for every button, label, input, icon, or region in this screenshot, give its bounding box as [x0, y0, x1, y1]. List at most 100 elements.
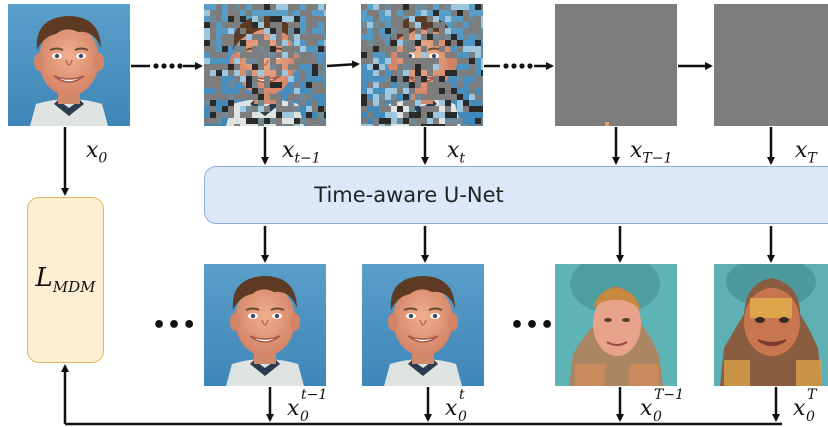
noise-pixel	[294, 16, 300, 22]
noise-pixel	[481, 94, 483, 100]
noise-pixel	[234, 46, 240, 52]
noise-pixel	[222, 52, 228, 58]
noise-pixel	[306, 118, 312, 124]
noise-pixel	[415, 34, 421, 40]
noise-pixel	[415, 112, 421, 118]
noise-pixel	[276, 70, 282, 76]
ellipsis-left: •••	[152, 313, 198, 338]
noise-pixel	[373, 16, 379, 22]
noise-pixel	[288, 10, 294, 16]
noise-pixel	[469, 82, 475, 88]
noise-pixel	[312, 82, 318, 88]
noise-pixel	[427, 4, 433, 10]
noise-pixel	[421, 10, 427, 16]
noise-pixel	[397, 52, 403, 58]
noise-pixel	[216, 64, 222, 70]
noise-pixel	[457, 22, 463, 28]
noise-pixel	[397, 118, 403, 124]
noise-pixel	[379, 22, 385, 28]
noise-pixel	[228, 70, 234, 76]
noise-pixel	[445, 118, 451, 124]
noise-pixel	[421, 4, 427, 10]
noise-pixel	[294, 22, 300, 28]
noise-pixel	[300, 46, 306, 52]
noise-pixel	[427, 28, 433, 34]
noise-pixel	[222, 70, 228, 76]
noise-pixel	[234, 4, 240, 10]
noise-pixel	[397, 106, 403, 112]
noise-pixel	[463, 58, 469, 64]
noise-pixel	[361, 52, 367, 58]
noise-pixel	[204, 40, 210, 46]
noise-pixel	[258, 34, 264, 40]
noise-pixel	[433, 10, 439, 16]
noise-pixel	[240, 28, 246, 34]
noise-pixel	[258, 46, 264, 52]
noise-pixel	[475, 40, 481, 46]
noise-pixel	[367, 10, 373, 16]
noise-pixel	[451, 94, 457, 100]
noise-pixel	[421, 34, 427, 40]
noise-pixel	[391, 118, 397, 124]
noise-pixel	[367, 52, 373, 58]
noise-pixel	[373, 64, 379, 70]
noise-pixel	[216, 76, 222, 82]
noise-pixel	[288, 64, 294, 70]
noise-pixel	[294, 40, 300, 46]
noise-pixel	[324, 88, 326, 94]
noise-pixel	[228, 112, 234, 118]
noise-pixel	[234, 124, 240, 126]
noise-pixel	[475, 124, 481, 126]
noise-pixel	[306, 22, 312, 28]
noise-pixel	[481, 16, 483, 22]
noise-pixel	[258, 106, 264, 112]
noise-pixel	[409, 100, 415, 106]
noise-pixel	[312, 106, 318, 112]
noise-pixel	[451, 4, 457, 10]
noise-pixel	[367, 88, 373, 94]
noise-pixel	[421, 124, 427, 126]
noise-pixel	[306, 52, 312, 58]
noise-pixel	[300, 118, 306, 124]
noise-pixel	[306, 16, 312, 22]
noise-pixel	[481, 118, 483, 124]
noise-pixel	[481, 106, 483, 112]
noise-pixel	[463, 28, 469, 34]
noise-pixel	[312, 124, 318, 126]
noise-pixel	[457, 94, 463, 100]
noise-pixel	[276, 82, 282, 88]
noise-pixel	[379, 100, 385, 106]
noise-pixel	[433, 40, 439, 46]
noise-pixel	[318, 118, 324, 124]
noise-pixel	[457, 10, 463, 16]
noise-pixel	[210, 40, 216, 46]
noise-pixel	[421, 76, 427, 82]
noise-pixel	[475, 82, 481, 88]
noise-pixel	[361, 124, 367, 126]
noise-pixel	[210, 10, 216, 16]
noise-pixel	[324, 40, 326, 46]
noise-pixel	[276, 28, 282, 34]
noise-pixel	[210, 46, 216, 52]
noise-pixel	[451, 70, 457, 76]
noise-pixel	[445, 124, 451, 126]
noise-pixel	[300, 52, 306, 58]
noise-pixel	[439, 22, 445, 28]
label-xt: xt	[447, 138, 466, 167]
noise-pixel	[385, 124, 391, 126]
noise-pixel	[391, 112, 397, 118]
label-xt-minus-1: xt−1	[282, 138, 321, 167]
noise-pixel	[391, 70, 397, 76]
loss-label: LMDM	[35, 263, 96, 297]
noise-pixel	[222, 46, 228, 52]
noise-pixel	[439, 46, 445, 52]
noise-pixel	[312, 58, 318, 64]
noise-pixel	[373, 94, 379, 100]
noise-pixel	[475, 118, 481, 124]
noise-pixel	[367, 58, 373, 64]
noise-pixel	[427, 94, 433, 100]
noise-pixel	[276, 64, 282, 70]
noise-pixel	[433, 124, 439, 126]
